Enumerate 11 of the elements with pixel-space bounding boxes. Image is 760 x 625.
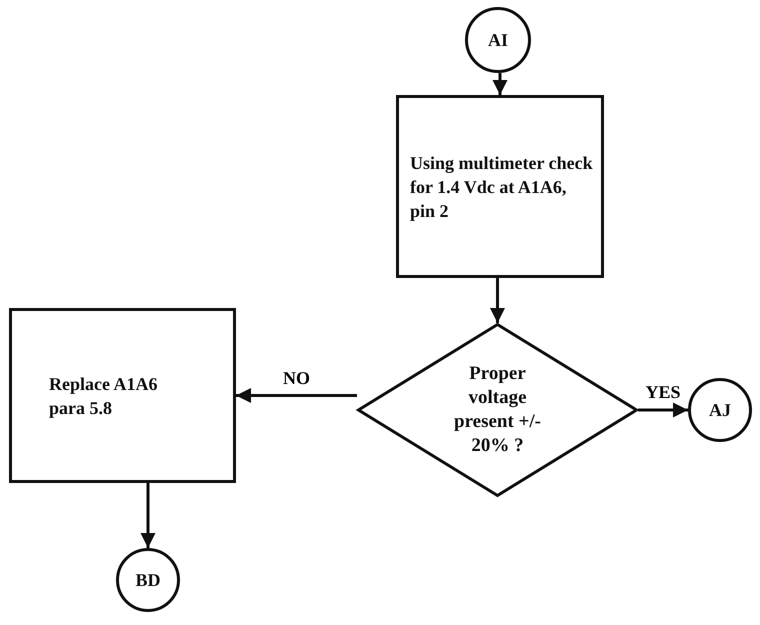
connector-label: BD (134, 569, 162, 592)
step-text: Replace A1A6 para 5.8 (49, 372, 158, 420)
step-text: Using multimeter check for 1.4 Vdc at A1A6, pin 2 (410, 152, 594, 222)
arrow (638, 402, 688, 418)
arrow (490, 278, 505, 323)
arrow (140, 483, 156, 548)
arrow (236, 388, 357, 403)
step-text: Proper voltage present +/- 20% ? (453, 362, 542, 458)
connector-label: AJ (708, 399, 732, 422)
connector-label: AI (486, 29, 509, 52)
arrow (492, 73, 508, 95)
